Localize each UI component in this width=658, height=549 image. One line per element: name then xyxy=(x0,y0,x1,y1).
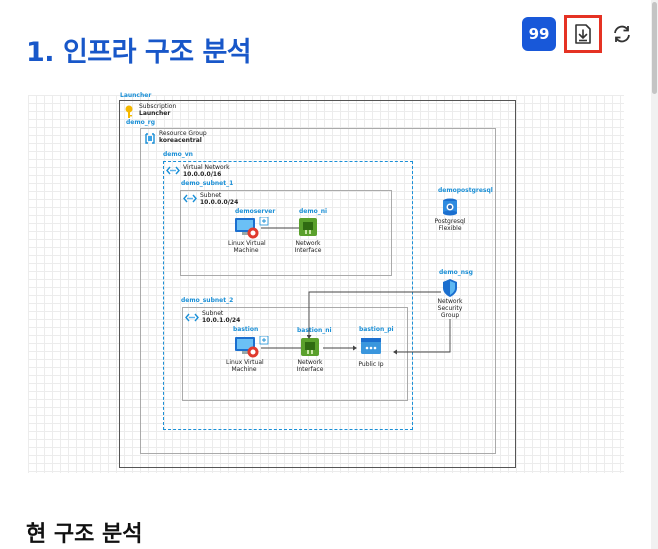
bastion-ni-id: bastion_ni xyxy=(297,327,332,334)
connector-arrow xyxy=(261,345,305,351)
page-title: 1. 인프라 구조 분석 xyxy=(26,37,252,68)
subnet1-container xyxy=(180,190,392,276)
shield-icon xyxy=(443,279,457,297)
demo-ni-label2: Interface xyxy=(294,247,322,254)
scrollbar-thumb[interactable] xyxy=(652,2,657,94)
resource-group-icon xyxy=(145,133,155,144)
demo-ni-id: demo_ni xyxy=(299,208,328,215)
scrollbar-track[interactable] xyxy=(651,0,658,549)
refresh-icon xyxy=(614,25,630,43)
subscription-type: Subscription xyxy=(139,103,177,110)
connector-arrow xyxy=(393,319,451,355)
vnet-type: Virtual Network xyxy=(183,164,230,171)
resource-group-type: Resource Group xyxy=(159,130,207,137)
public-ip-icon xyxy=(361,338,381,354)
subnet2-icon xyxy=(185,313,199,322)
postgres-label1: Postgresql xyxy=(434,218,466,225)
subnet1-icon xyxy=(183,194,197,203)
nsg-id: demo_nsg xyxy=(439,269,473,276)
subnet2-id: demo_subnet_2 xyxy=(181,297,234,304)
network-interface-icon xyxy=(299,218,317,236)
linux-vm-icon xyxy=(235,217,269,239)
vnet-icon xyxy=(166,166,180,175)
linux-vm-icon xyxy=(235,336,269,358)
postgresql-icon xyxy=(443,198,457,216)
key-icon xyxy=(125,105,133,118)
bastion-pi-id: bastion_pi xyxy=(359,326,394,333)
demoserver-label2: Machine xyxy=(233,247,259,254)
subscription-name: Launcher xyxy=(139,110,171,117)
subnet1-id: demo_subnet_1 xyxy=(181,180,234,187)
postgres-label2: Flexible xyxy=(438,225,462,232)
nsg-label2: Security xyxy=(437,305,463,312)
subnet2-cidr: 10.0.1.0/24 xyxy=(202,317,241,324)
network-interface-icon xyxy=(301,338,319,356)
bastion-ni-label1: Network xyxy=(297,359,323,366)
demo-ni-label1: Network xyxy=(295,240,321,247)
download-icon xyxy=(575,24,591,44)
nsg-label3: Group xyxy=(440,312,460,319)
bastion-ni-label2: Interface xyxy=(296,366,324,373)
count-badge[interactable]: 99 xyxy=(522,17,556,51)
subnet2-container xyxy=(182,307,408,401)
launcher-label: Launcher xyxy=(120,92,152,99)
demoserver-id: demoserver xyxy=(235,208,276,215)
bastion-label2: Machine xyxy=(231,366,257,373)
diagram-canvas: Launcher Subscription Launcher demo_rg R… xyxy=(28,92,624,473)
subscription-container xyxy=(119,100,516,468)
bastion-pi-label1: Public Ip xyxy=(358,361,384,368)
bastion-id: bastion xyxy=(233,326,259,333)
bastion-label1: Linux Virtual xyxy=(226,359,264,366)
connector-arrow xyxy=(307,291,441,339)
resource-group-container xyxy=(140,128,496,454)
vnet-cidr: 10.0.0.0/16 xyxy=(183,171,222,178)
refresh-button[interactable] xyxy=(610,22,634,46)
vnet-container xyxy=(163,161,413,430)
vnet-id: demo_vn xyxy=(163,151,193,158)
demoserver-label1: Linux Virtual xyxy=(228,240,266,247)
connector-arrow xyxy=(323,345,357,351)
subnet1-cidr: 10.0.0.0/24 xyxy=(200,199,239,206)
postgres-id: demopostgresql xyxy=(438,187,493,194)
section-title: 현 구조 분석 xyxy=(26,522,143,547)
download-button[interactable] xyxy=(564,15,602,53)
subnet1-type: Subnet xyxy=(200,192,222,199)
nsg-label1: Network xyxy=(437,298,463,305)
subnet2-type: Subnet xyxy=(202,310,224,317)
resource-group-name: koreacentral xyxy=(159,137,202,144)
resource-group-id: demo_rg xyxy=(126,119,155,126)
